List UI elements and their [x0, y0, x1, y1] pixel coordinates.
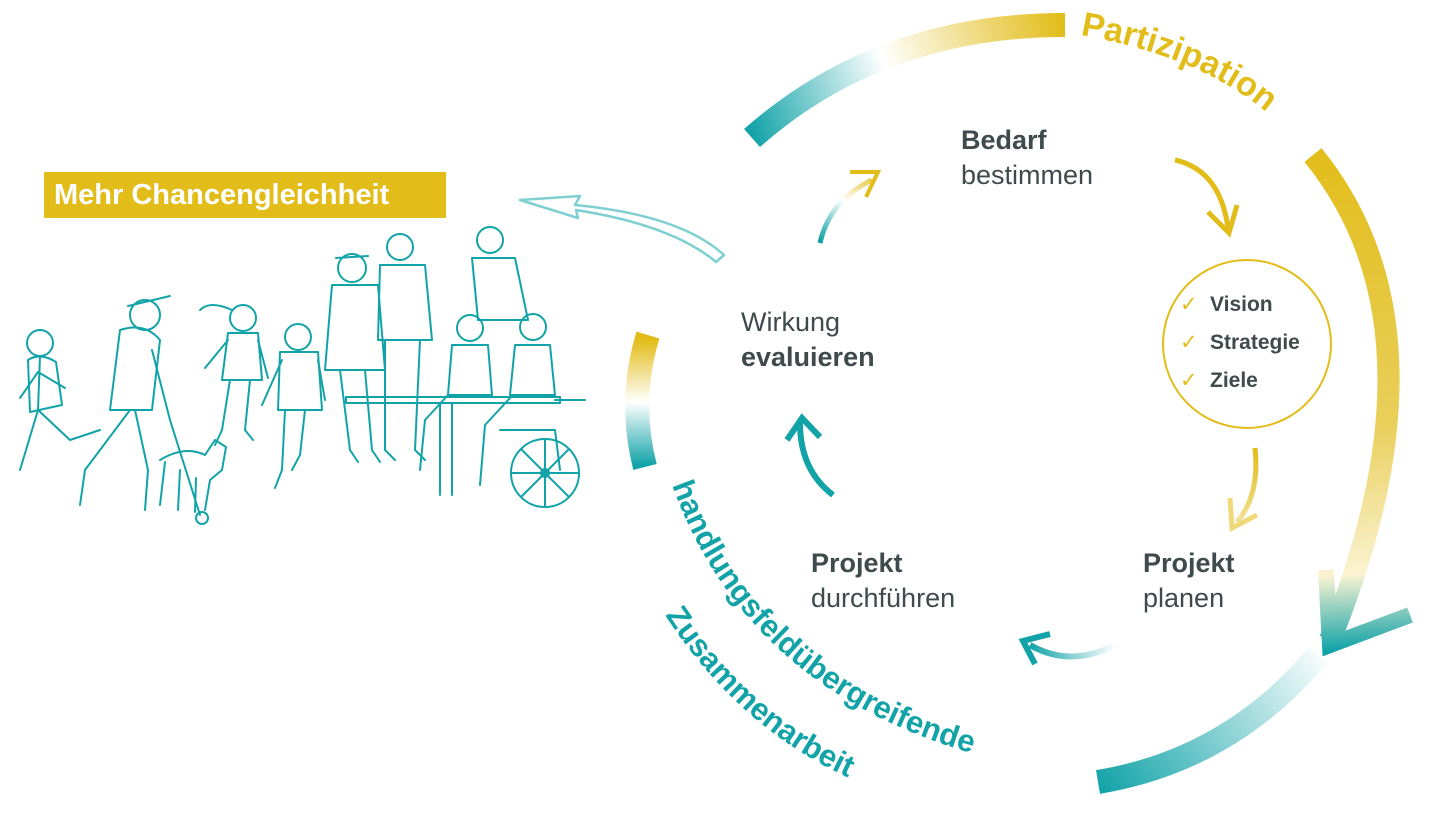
person-boy — [261, 323, 326, 489]
goal-item-ziele: ✓Ziele — [1180, 369, 1258, 392]
arrow-bedarf-to-goals — [1174, 157, 1231, 229]
ring-segment-top — [744, 13, 1066, 147]
arrowhead-planen-to-durchfuehren — [1018, 631, 1051, 666]
check-icon: ✓ — [1180, 331, 1198, 354]
goals-circle — [1162, 259, 1332, 429]
check-icon: ✓ — [1180, 369, 1198, 392]
step-bedarf-subtitle: bestimmen — [961, 160, 1094, 190]
ring-label-partizipation: Partizipation — [1079, 5, 1285, 118]
step-wirkung-subtitle: evaluieren — [741, 342, 875, 372]
headline: Mehr Chancengleichheit — [54, 179, 390, 211]
step-durchfuehren-title: Projekt — [811, 548, 903, 578]
step-durchfuehren-subtitle: durchführen — [811, 583, 956, 613]
ring-segment-left — [625, 331, 660, 470]
person-child-running — [19, 329, 101, 471]
person-wheelchair — [479, 313, 586, 508]
arrowhead-goals-to-planen — [1227, 497, 1259, 532]
ring-segment-right — [1304, 148, 1400, 645]
person-man-behind — [471, 226, 529, 321]
table — [345, 396, 561, 496]
people-illustration — [19, 226, 586, 525]
person-woman-hat — [324, 253, 386, 463]
goal-item-vision: ✓Vision — [1180, 293, 1273, 316]
arrow-durchfuehren-to-wirkung — [797, 422, 835, 498]
goal-item-strategie: ✓Strategie — [1180, 331, 1300, 354]
ring-arrowhead-right — [1318, 569, 1413, 657]
headline-box — [44, 172, 446, 218]
person-adult-cap — [79, 295, 209, 525]
arrowhead-wirkung-to-bedarf — [850, 170, 882, 198]
step-planen-title: Projekt — [1143, 548, 1235, 578]
arrow-goals-to-planen — [1235, 447, 1259, 524]
arrowhead-durchfuehren-to-wirkung — [784, 413, 823, 442]
ring-segment-bottom — [1096, 647, 1328, 794]
step-wirkung-title: Wirkung — [741, 307, 841, 337]
ring-label-handlungsfeld: handlungsfeldübergreifende — [665, 475, 979, 760]
arrow-planen-to-durchfuehren — [1028, 642, 1117, 660]
arrow-wirkung-to-bedarf — [817, 177, 874, 244]
big-arrow-to-headline — [518, 194, 726, 264]
dog — [159, 439, 227, 513]
step-planen-subtitle: planen — [1143, 583, 1225, 613]
step-bedarf-title: Bedarf — [961, 125, 1047, 155]
check-icon: ✓ — [1180, 293, 1198, 316]
person-woman-seated — [419, 314, 493, 471]
person-girl-ponytail — [199, 304, 269, 446]
arrowhead-bedarf-to-goals — [1206, 204, 1240, 238]
